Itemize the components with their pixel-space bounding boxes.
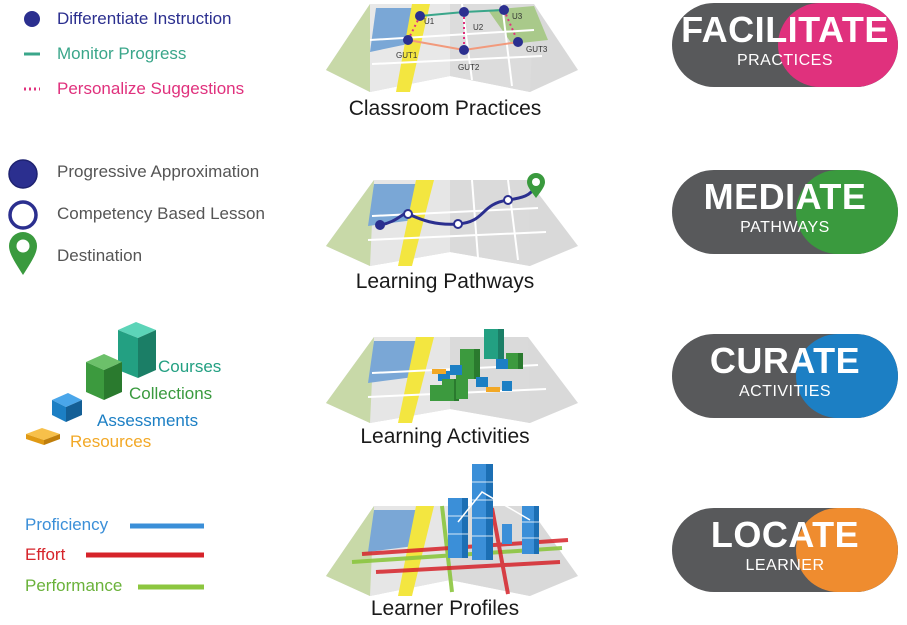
pill-locate-learner: LOCATE LEARNER <box>672 508 898 592</box>
legend-label-differentiate: Differentiate Instruction <box>57 9 232 28</box>
map1-label-gut2: GUT2 <box>458 63 480 72</box>
pill-word-mediate: MEDIATE <box>703 176 867 217</box>
pill-word-facilitate: FACILITATE <box>681 9 889 50</box>
folded-map-4 <box>326 464 578 596</box>
map1-label-u2: U2 <box>473 23 484 32</box>
folded-map-3 <box>326 329 578 423</box>
map1-label-gut1: GUT1 <box>396 51 418 60</box>
pill-sub-activities: ACTIVITIES <box>738 383 832 400</box>
legend-label-destination: Destination <box>57 246 143 265</box>
pill-accent-mediate <box>796 170 898 254</box>
pill-sub-learner: LEARNER <box>745 557 825 574</box>
filled-circle-icon <box>8 159 38 189</box>
folded-map-2 <box>326 173 578 266</box>
pill-mediate-pathways: MEDIATE PATHWAYS <box>672 170 898 254</box>
map3-blocks <box>430 329 523 401</box>
legend-label-resources: Resources <box>70 432 152 451</box>
legend-label-effort: Effort <box>25 545 66 564</box>
legend-label-proficiency: Proficiency <box>25 515 109 534</box>
legend-label-monitor: Monitor Progress <box>57 44 187 63</box>
flat-tile-icon <box>26 428 60 445</box>
pill-word-locate: LOCATE <box>710 514 860 555</box>
legend-label-assessments: Assessments <box>97 411 199 430</box>
pill-accent-curate <box>796 334 898 418</box>
map-caption-classroom-practices: Classroom Practices <box>348 97 542 120</box>
map1-label-gut3: GUT3 <box>526 45 548 54</box>
tall-block-icon <box>118 322 156 378</box>
legend3-icons <box>26 322 156 445</box>
map1-label-u1: U1 <box>424 17 435 26</box>
map-caption-learning-activities: Learning Activities <box>360 425 530 448</box>
map-caption-learner-profiles: Learner Profiles <box>370 597 520 620</box>
legend-label-courses: Courses <box>158 357 222 376</box>
medium-block-icon <box>86 354 122 400</box>
pill-sub-pathways: PATHWAYS <box>740 219 830 236</box>
legend1-icons <box>24 11 40 91</box>
map-caption-learning-pathways: Learning Pathways <box>355 270 535 293</box>
legend4-icons <box>86 523 204 590</box>
location-pin-icon <box>9 232 37 275</box>
legend-label-collections: Collections <box>129 384 213 403</box>
map4-columns <box>448 464 539 560</box>
legend-label-performance: Performance <box>25 576 123 595</box>
legend2-icons <box>8 159 38 275</box>
pill-accent-locate <box>796 508 898 592</box>
map1-label-u3: U3 <box>512 12 523 21</box>
legend-label-competency: Competency Based Lesson <box>57 204 265 223</box>
pill-word-curate: CURATE <box>709 340 861 381</box>
legend-label-progressive: Progressive Approximation <box>57 162 260 181</box>
pill-facilitate-practices: FACILITATE PRACTICES <box>672 3 898 87</box>
folded-map-1: U1 U2 U3 GUT1 GUT2 GUT3 <box>326 3 578 92</box>
cube-icon <box>52 393 82 422</box>
pill-curate-activities: CURATE ACTIVITIES <box>672 334 898 418</box>
hollow-circle-icon <box>8 200 38 230</box>
legend-label-personalize: Personalize Suggestions <box>57 79 245 98</box>
pill-sub-practices: PRACTICES <box>736 52 834 69</box>
dot-icon <box>24 11 40 27</box>
pill-accent-facilitate <box>778 3 898 87</box>
